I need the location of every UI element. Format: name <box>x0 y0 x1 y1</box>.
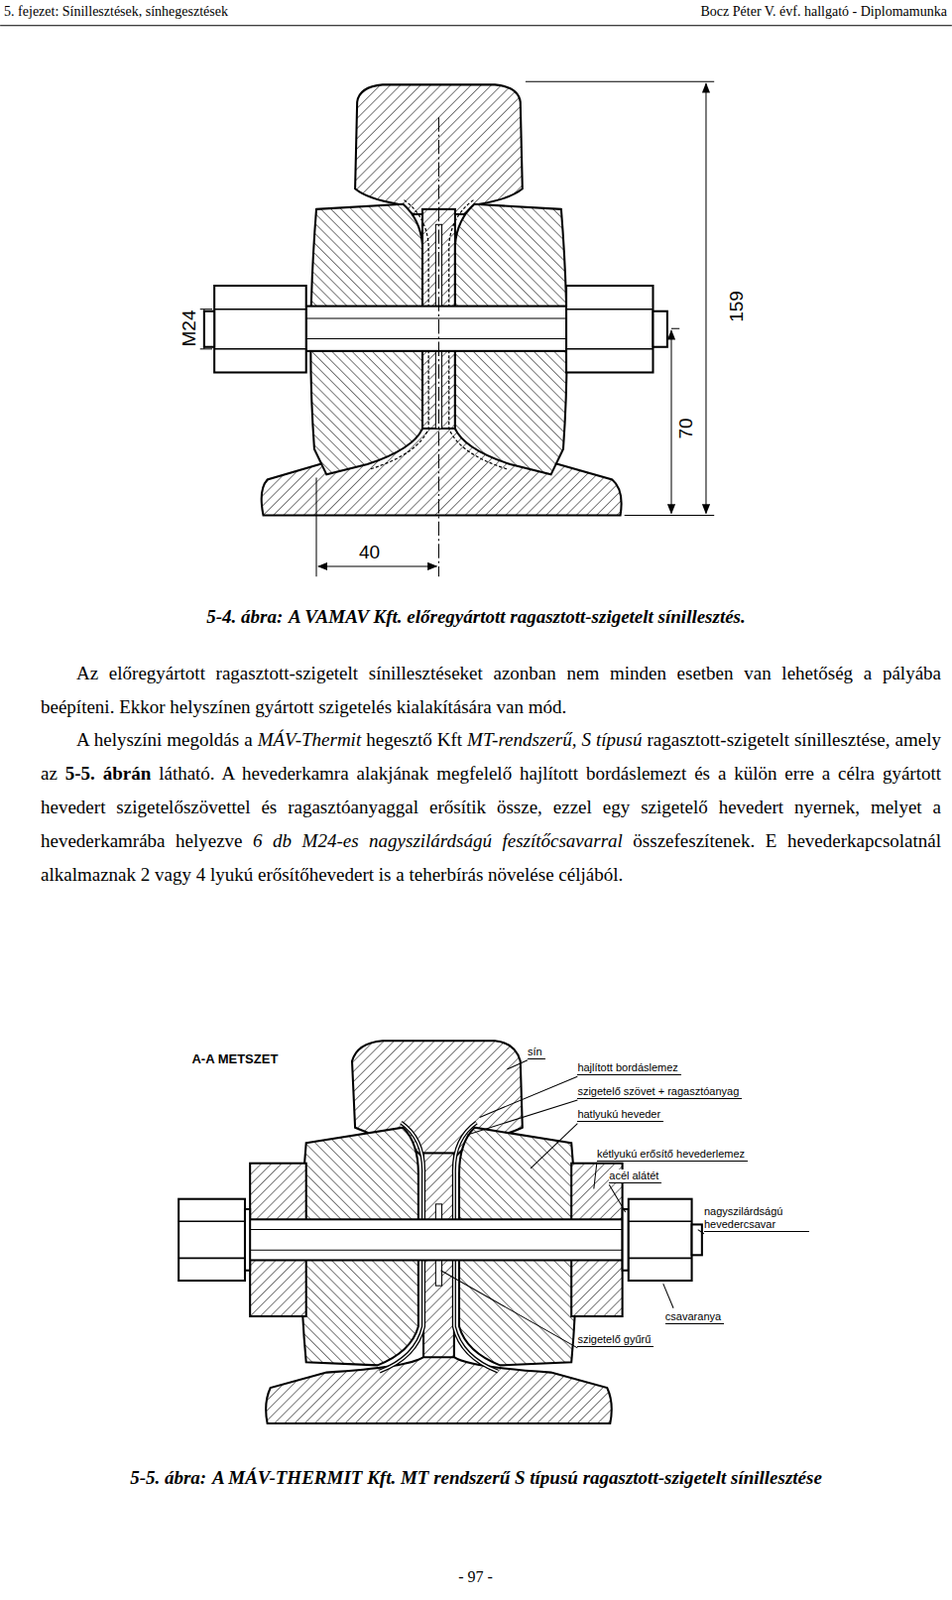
body-text: Az előregyártott ragasztott-szigetelt sí… <box>40 662 942 717</box>
caption-text: A VAMAV Kft. előregyártott ragasztott-sz… <box>288 605 746 627</box>
body-text: A helyszíni megoldás a <box>76 728 258 750</box>
rail-joint-figure-1 <box>204 84 668 515</box>
part-label: szigetelő gyűrű <box>577 1332 654 1347</box>
dimension-label: 70 <box>676 418 697 440</box>
running-header: Bocz Péter V. évf. hallgató - Diplomamun… <box>701 3 948 20</box>
part-label: hajlított bordáslemez <box>577 1061 682 1075</box>
dimension-lines-1 <box>200 81 714 577</box>
caption-number: 5-4. ábra: <box>206 605 283 627</box>
body-text: 5-5. ábrán <box>65 762 152 784</box>
running-header: 5. fejezet: Sínillesztések, sínhegesztés… <box>3 3 229 20</box>
leader-lines <box>441 1060 705 1348</box>
section-label: A-A METSZET <box>191 1051 278 1067</box>
part-label: acél alátét <box>608 1169 662 1184</box>
body-paragraph: Az előregyártott ragasztott-szigetelt sí… <box>40 656 942 724</box>
figure-caption: 5-5. ábra:A MÁV-THERMIT Kft. MT rendszer… <box>0 1466 952 1489</box>
part-label: hatlyukú heveder <box>577 1107 664 1122</box>
dimension-label: 40 <box>358 542 380 563</box>
part-label: nagyszilárdságú hevedercsavar <box>704 1204 810 1232</box>
part-label: sín <box>527 1045 546 1060</box>
part-label: szigetelő szövet + ragasztóanyag <box>577 1084 742 1099</box>
dimension-label: 159 <box>726 290 747 323</box>
dimension-label: M24 <box>179 310 200 348</box>
body-text: hegesztő Kft <box>360 728 468 750</box>
body-text: MT-rendszerű, S típusú <box>467 728 642 750</box>
caption-number: 5-5. ábra: <box>129 1466 207 1488</box>
part-label: csavaranya <box>665 1309 724 1324</box>
body-text: MÁV-Thermit <box>257 728 362 750</box>
body-paragraph: A helyszíni megoldás a MÁV-Thermit heges… <box>40 722 942 892</box>
page-number: - 97 - <box>458 1567 493 1586</box>
figure-caption: 5-4. ábra:A VAMAV Kft. előregyártott rag… <box>0 605 952 628</box>
body-text: 6 db M24-es nagyszilárdságú feszítőcsava… <box>252 830 623 851</box>
part-label: kétlyukú erősítő hevederlemez <box>596 1147 748 1162</box>
caption-text: A MÁV-THERMIT Kft. MT rendszerű S típusú… <box>212 1466 823 1488</box>
header-rule <box>0 24 952 26</box>
